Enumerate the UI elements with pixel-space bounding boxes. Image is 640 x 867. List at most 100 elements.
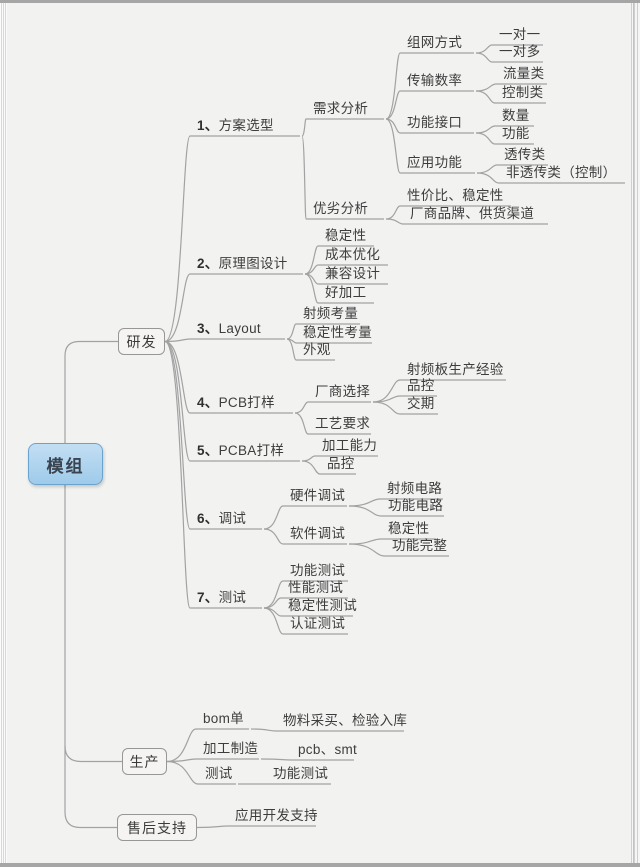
topic-text: PCBA打样 [218,443,285,458]
branch-connector [263,607,284,635]
mindmap-topic-控制类: 控制类 [502,85,544,100]
mindmap-topic-需求分析: 需求分析 [313,101,369,116]
mindmap-topic-稳定性测试: 稳定性测试 [288,598,357,613]
branch-connector [260,758,292,761]
branch-connector [263,528,284,545]
branch-connector [164,338,191,343]
branch-connector [304,245,319,275]
mindmap-topic-软件调试: 软件调试 [290,526,346,541]
mindmap-topic-物料采买-检验入库: 物料采买、检验入库 [283,713,408,728]
branch-connector [164,340,191,530]
mindmap-topic-方案选型: 1、方案选型 [197,116,274,136]
branch-connector [475,132,496,145]
mindmap-topic-射频电路: 射频电路 [387,481,443,496]
mindmap-topic-射频考量: 射频考量 [303,306,359,321]
mindmap-root-模组: 模组 [28,443,103,485]
mindmap-topic-厂商选择: 厂商选择 [315,384,371,399]
topic-text: PCB打样 [218,395,275,410]
branch-connector [286,323,297,340]
branch-connector [304,273,319,304]
mindmap-topic-加工制造: 加工制造 [203,741,259,756]
mindmap-branch-生产: 生产 [122,748,167,775]
topic-text: Layout [218,321,261,336]
mindmap-topic-功能测试: 功能测试 [273,766,329,781]
branch-connector [166,728,197,763]
branch-connector [301,460,321,475]
mindmap-topic-原理图设计: 2、原理图设计 [197,254,288,274]
branch-connector [164,340,191,462]
root-to-production-connector [64,745,122,763]
topic-text: 方案选型 [218,118,274,133]
branch-connector [166,758,197,763]
topic-number: 7、 [197,590,219,605]
mindmap-topic-流量类: 流量类 [503,66,545,81]
branch-connector [166,760,199,785]
mindmap-topic-品控: 品控 [327,456,355,471]
topic-text: 原理图设计 [218,256,288,271]
branch-connector [164,340,191,414]
mindmap-topic-应用开发支持: 应用开发支持 [235,808,318,823]
branch-connector [164,135,191,343]
mindmap-topic-调试: 6、调试 [197,509,246,529]
mindmap-topic-认证测试: 认证测试 [290,616,346,631]
mindmap-topic-功能完整: 功能完整 [392,538,448,553]
branch-connector [263,505,284,530]
mindmap-topic-稳定性: 稳定性 [325,228,367,243]
page-edge-left [0,0,7,867]
branch-connector [294,401,309,414]
branch-connector [385,218,404,225]
mindmap-topic-加工能力: 加工能力 [322,438,378,453]
page-edge-top [0,0,640,3]
branch-connector [196,825,229,829]
branch-connector [475,90,496,104]
mindmap-branch-售后支持: 售后支持 [117,814,197,841]
branch-connector [301,118,307,137]
mindmap-topic-稳定性: 稳定性 [388,521,430,536]
mindmap-topic-一对一: 一对一 [499,27,541,42]
branch-connector [348,505,382,517]
branch-connector [348,498,381,507]
topic-number: 6、 [197,511,219,526]
branch-connector [372,379,401,403]
page-edge-right-line [633,0,634,867]
branch-connector [475,44,493,54]
topic-number: 3、 [197,321,219,336]
mindmap-topic-pcb打样: 4、PCB打样 [197,393,275,413]
branch-connector [286,338,297,361]
mindmap-topic-layout: 3、Layout [197,319,261,339]
branch-connector [301,455,316,462]
branch-connector [164,273,191,343]
topic-number: 1、 [197,118,219,133]
page-edge-right [631,0,640,867]
mindmap-topic-优劣分析: 优劣分析 [313,201,369,216]
topic-number: 5、 [197,443,219,458]
mindmap-topic-数量: 数量 [502,108,530,123]
mindmap-topic-bom单: bom单 [203,711,244,726]
branch-connector [348,543,386,557]
mindmap-topic-功能接口: 功能接口 [407,115,463,130]
branch-connector [250,728,277,732]
topic-text: 测试 [218,590,247,605]
mindmap-branch-研发: 研发 [118,328,165,355]
branch-connector [476,172,500,184]
branch-connector [164,340,191,609]
branch-connector [385,118,401,174]
mindmap-topic-外观: 外观 [303,342,331,357]
mindmap-topic-测试: 7、测试 [197,588,246,608]
mindmap-topic-功能电路: 功能电路 [388,498,444,513]
mindmap-topic-功能: 功能 [502,126,530,141]
mindmap-topic-非透传类-控制-: 非透传类（控制） [506,165,617,180]
mindmap-topic-品控: 品控 [407,378,435,393]
mindmap-topic-性价比-稳定性: 性价比、稳定性 [407,188,504,203]
mindmap-topic-应用功能: 应用功能 [407,155,463,170]
branch-connector [294,412,309,435]
mindmap-topic-传输数率: 传输数率 [407,73,463,88]
mindmap-topic-射频板生产经验: 射频板生产经验 [407,362,504,377]
mindmap-topic-成本优化: 成本优化 [325,247,381,262]
branch-connector [385,205,401,220]
mindmap-topic-pcba打样: 5、PCBA打样 [197,441,284,461]
topic-text: 调试 [218,511,247,526]
mindmap-topic-一对多: 一对多 [499,44,541,59]
page-edge-bottom [0,863,640,867]
